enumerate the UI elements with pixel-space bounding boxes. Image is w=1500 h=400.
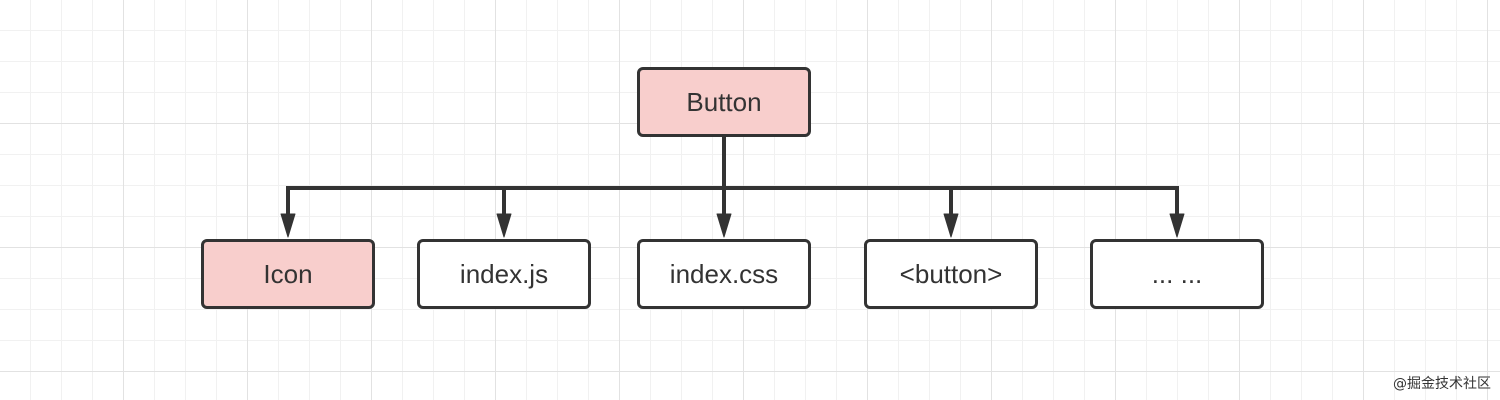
node-label: Button (686, 86, 762, 117)
node-button-tag: <button> (864, 239, 1038, 309)
arrowhead-button-tag (943, 213, 959, 238)
arrowhead-ellipsis (1169, 213, 1185, 238)
node-label: index.js (459, 258, 549, 289)
node-index-css: index.css (637, 239, 811, 309)
node-icon: Icon (201, 239, 375, 309)
arrowhead-index-css (716, 213, 732, 238)
node-ellipsis: ... ... (1090, 239, 1264, 309)
arrowhead-index-js (496, 213, 512, 238)
node-button-root: Button (637, 67, 811, 137)
arrowhead-icon (280, 213, 296, 238)
node-index-js: index.js (417, 239, 591, 309)
node-label: index.css (669, 258, 779, 289)
node-label: Icon (263, 258, 313, 289)
node-label: ... ... (1151, 258, 1203, 289)
watermark: @掘金技术社区 (1393, 376, 1491, 392)
node-label: <button> (899, 258, 1003, 289)
